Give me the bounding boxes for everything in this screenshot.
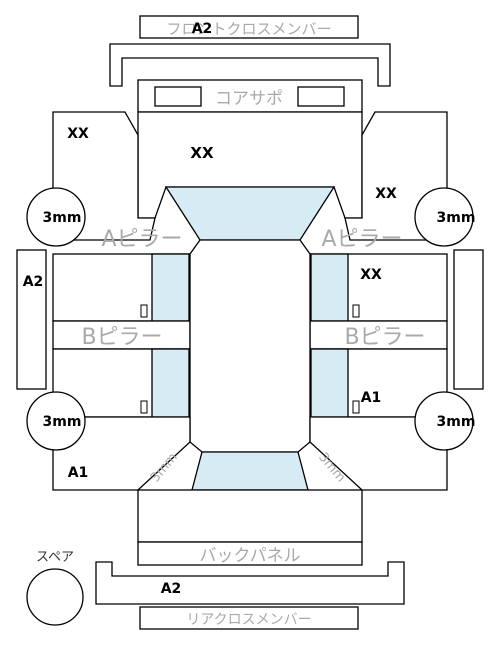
left-side-skirt-marker: A2 [23, 274, 44, 290]
front-windshield[interactable] [164, 186, 336, 241]
right-rear-door-marker: A1 [361, 390, 382, 406]
left-rear-door-handle [140, 400, 148, 414]
rear-cross-member-label: リアクロスメンバー [186, 612, 311, 628]
b-pillar-left-label: Bピラー [81, 325, 162, 350]
spare-tire-label: スペア [36, 550, 74, 565]
a-pillar-right-label: Aピラー [321, 227, 402, 252]
rear-bumper-marker: A2 [161, 581, 182, 597]
right-rear-quarter[interactable] [309, 416, 448, 491]
left-rear-quarter[interactable] [52, 416, 191, 491]
tire-rear-left-label: 3mm [43, 414, 82, 430]
tire-front-left-label: 3mm [43, 210, 82, 226]
rear-bumper[interactable] [95, 561, 405, 605]
rear-window[interactable] [191, 451, 309, 491]
tire-front-left[interactable]: 3mm [26, 187, 86, 247]
roof[interactable] [189, 239, 311, 453]
front-cross-member-label: フロントクロスメンバー [166, 20, 331, 38]
core-support-label: コアサポ [215, 89, 283, 109]
right-side-skirt[interactable] [453, 249, 484, 390]
b-pillar-right-label: Bピラー [344, 325, 425, 350]
core-support-left-slot [154, 86, 202, 107]
left-side-skirt[interactable] [16, 249, 47, 390]
front-bumper-bracket[interactable] [109, 43, 391, 87]
tire-front-right-label: 3mm [437, 210, 476, 226]
right-front-door-handle [352, 304, 360, 318]
core-support-right-slot [297, 86, 345, 107]
a-pillar-left-label: Aピラー [101, 227, 182, 252]
tire-front-right[interactable]: 3mm [414, 187, 476, 247]
right-rear-door-handle [352, 400, 360, 414]
right-front-door-marker: XX [360, 267, 382, 283]
spare-tire[interactable]: スペア [26, 550, 84, 626]
back-panel[interactable]: バックパネル [137, 541, 363, 566]
front-cross-member[interactable]: フロントクロスメンバー [139, 15, 359, 39]
left-b-pillar[interactable] [52, 320, 191, 350]
right-rear-door[interactable] [309, 348, 448, 418]
left-rear-quarter-marker: A1 [68, 465, 89, 481]
left-rear-door-window [151, 348, 190, 418]
left-front-door[interactable] [52, 253, 191, 322]
core-support[interactable]: コアサポ [137, 79, 363, 113]
right-front-door[interactable] [309, 253, 448, 322]
rear-cross-member[interactable]: リアクロスメンバー [139, 606, 359, 630]
right-rear-door-window [310, 348, 349, 418]
tire-rear-left[interactable]: 3mm [26, 391, 86, 451]
trunk[interactable] [137, 489, 363, 543]
tire-rear-right[interactable]: 3mm [414, 391, 476, 451]
hood-marker: XX [190, 144, 214, 162]
left-front-door-handle [140, 304, 148, 318]
tire-rear-right-label: 3mm [437, 414, 476, 430]
back-panel-label: バックパネル [199, 546, 300, 566]
left-front-door-window [151, 253, 190, 322]
right-front-door-window [310, 253, 349, 322]
front-right-fender-marker: XX [375, 186, 397, 202]
front-cross-member-marker: A2 [192, 21, 213, 37]
front-left-fender-marker: XX [67, 126, 89, 142]
